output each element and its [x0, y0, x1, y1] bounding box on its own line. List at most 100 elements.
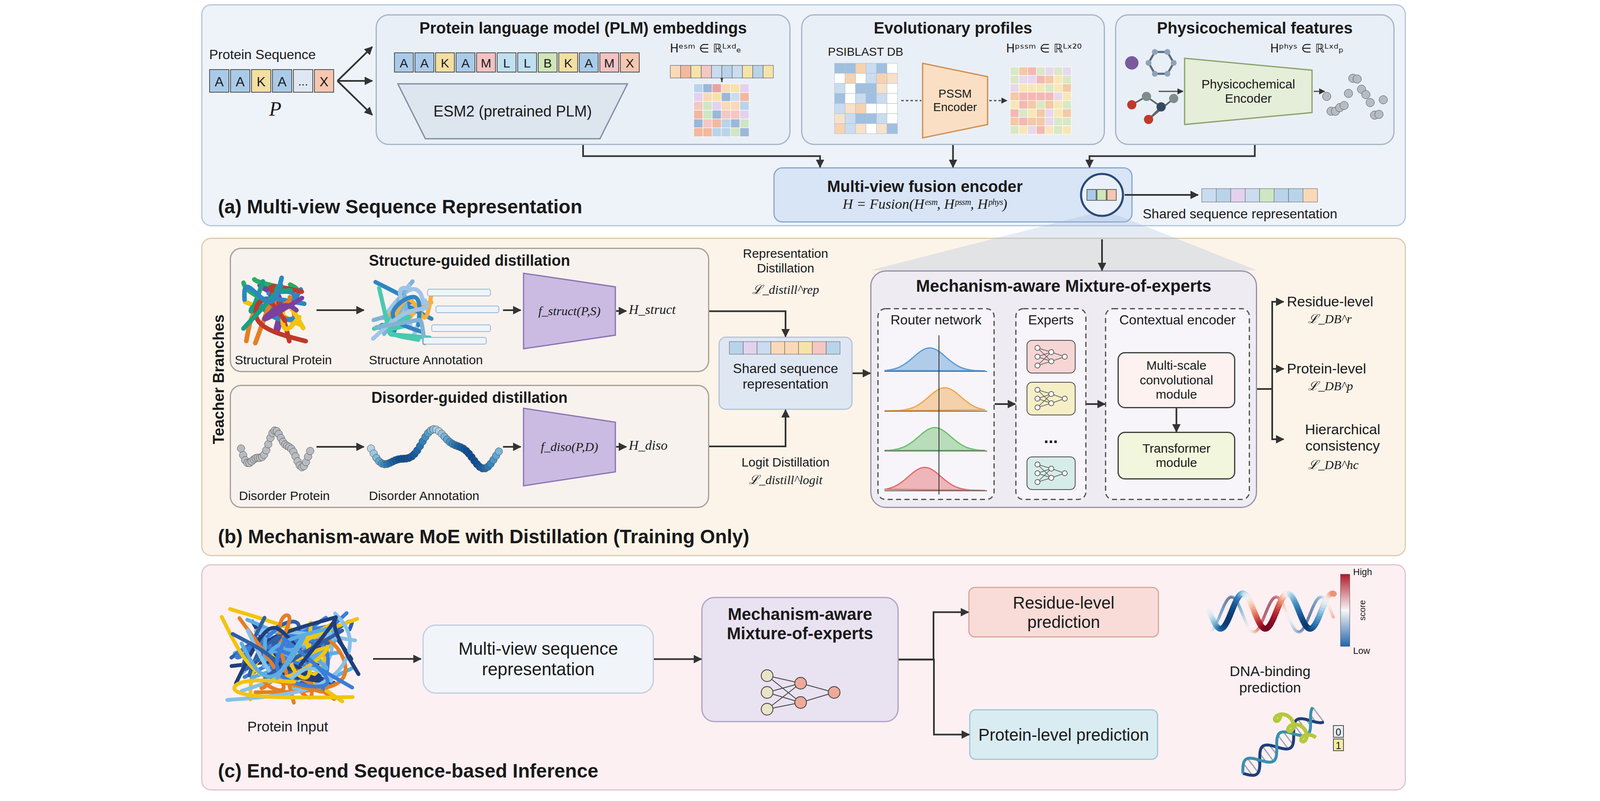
process-box: Multi-scale convolutional module	[1117, 352, 1236, 409]
box-fill	[1016, 308, 1087, 500]
box-fill	[878, 308, 995, 500]
node-title: f_diso(P,D)	[540, 439, 599, 455]
process-box: Router network	[877, 308, 995, 501]
encoder-trapezoid: PSSM Encoder	[922, 63, 988, 138]
process-box: Shared sequence representation	[718, 336, 853, 410]
flow-arrow	[898, 659, 970, 735]
node-title: (b) Mechanism-aware MoE with Distillatio…	[217, 525, 750, 548]
node-title: (a) Multi-view Sequence Representation	[217, 195, 583, 218]
process-box: Protein-level prediction	[969, 709, 1159, 760]
annotation-label: Structural Protein	[234, 352, 332, 368]
box-fill	[1115, 15, 1395, 145]
node-title: Transformer module	[1124, 441, 1229, 471]
sequence-residue: M	[599, 52, 620, 73]
sequence-residue: A	[455, 52, 476, 73]
sequence-residue: K	[558, 52, 579, 73]
sequence-residue: K	[435, 52, 455, 73]
annotation-label: Hierarchical consistency	[1286, 421, 1400, 454]
node-title: (c) End-to-end Sequence-based Inference	[217, 759, 599, 783]
axis-label: Teacher Branches	[210, 314, 228, 444]
sequence-residue: L	[496, 52, 517, 73]
process-box: Physicochemical featuresPhysicochemical …	[1115, 14, 1395, 146]
flow-arrow	[583, 145, 820, 168]
feature-grid	[834, 63, 898, 134]
annotation-label: P	[269, 97, 282, 121]
box-fill	[1118, 352, 1235, 408]
box-fill	[774, 168, 1133, 223]
node-title: Protein language model (PLM) embeddings	[419, 19, 747, 38]
annotation-label: Disorder Protein	[238, 488, 330, 504]
node-title: Multi-scale convolutional module	[1124, 358, 1229, 402]
node-title: Evolutionary profiles	[873, 19, 1033, 38]
node-title: Shared sequence representation	[725, 360, 846, 392]
annotation-label: ℒ_distill^logit	[748, 472, 823, 488]
box-fill	[423, 625, 654, 694]
annotation-label: H_diso	[628, 437, 668, 454]
encoder-trapezoid: f_struct(P,S)	[523, 273, 616, 349]
box-fill	[376, 15, 791, 145]
box-fill	[1118, 432, 1235, 480]
flow-arrow	[709, 409, 786, 447]
annotation-label: ℒ_DB^r	[1307, 311, 1352, 327]
sequence-residue: X	[313, 69, 335, 93]
box-fill	[719, 337, 853, 410]
process-box: Residue-level prediction	[968, 586, 1160, 638]
box-fill	[969, 587, 1159, 638]
panel-band: (a) Multi-view Sequence Representation Pr…	[201, 4, 1406, 227]
annotation-label: Hᵖˢˢᵐ ∈ ℝᴸˣ²⁰	[1006, 41, 1082, 56]
annotation-label: DNA-binding prediction	[1217, 663, 1323, 696]
annotation-label: High	[1353, 566, 1372, 578]
node-fills	[202, 5, 1406, 791]
encoder-trapezoid: Physicochemical Encoder	[1184, 58, 1313, 125]
node-title: Physicochemical Encoder	[1191, 77, 1306, 107]
sequence-residue: A	[230, 69, 251, 93]
annotation-label: Protein Input	[247, 718, 329, 735]
node-title: Experts	[1028, 312, 1074, 328]
annotation-label: Representation Distillation	[733, 246, 838, 276]
node-formula: H = Fusion(Hᵉˢᵐ, Hᵖˢˢᵐ, Hᵖʰʸˢ)	[842, 195, 1008, 213]
node-title: Disorder-guided distillation	[371, 388, 568, 407]
node-title: Multi-view sequence representation	[429, 638, 648, 680]
box-fill	[230, 248, 709, 372]
annotation-label: Low	[1353, 645, 1370, 657]
sequence-residue: A	[272, 69, 293, 93]
node-title: Structure-guided distillation	[368, 251, 571, 270]
sequence-residue: ...	[293, 69, 314, 93]
node-title: ESM2 (pretrained PLM)	[433, 102, 592, 120]
process-box: Multi-view sequence representation	[422, 624, 654, 694]
annotation-label: Hᵖʰʸˢ ∈ ℝᴸˣᵈₚ	[1270, 41, 1344, 56]
process-box: Protein language model (PLM) embeddingsE…	[375, 14, 791, 146]
sequence-residue: K	[251, 69, 272, 93]
flow-arrow	[852, 372, 871, 375]
sequence-residue: L	[517, 52, 537, 73]
node-title: PSSM Encoder	[927, 87, 983, 115]
flow-arrow	[1175, 408, 1178, 432]
annotation-label: ℒ_DB^hc	[1307, 457, 1359, 473]
illustration	[221, 46, 1388, 776]
sequence-residue: A	[394, 52, 414, 73]
annotation-label: ...	[1043, 427, 1058, 447]
flow-arrow	[1086, 403, 1105, 405]
node-title: Contextual encoder	[1119, 312, 1236, 328]
flow-arrow	[952, 145, 955, 168]
feature-grid	[729, 341, 841, 355]
process-box: Contextual encoderMulti-scale convolutio…	[1104, 308, 1250, 501]
node-title: Residue-level prediction	[975, 593, 1153, 632]
annotation-label: Hᵉˢᵐ ∈ ℝᴸˣᵈₑ	[669, 41, 742, 56]
annotation-label: Protein Sequence	[209, 46, 316, 63]
node-title: Router network	[890, 312, 982, 328]
process-box: Mechanism-aware Mixture-of-expertsRouter…	[870, 270, 1258, 509]
sequence-residue: M	[476, 52, 496, 73]
flow-arrow	[653, 658, 702, 661]
annotation-label: H_struct	[628, 301, 676, 318]
sequence-residue: A	[578, 52, 599, 73]
annotation-label: Logit Distillation	[716, 455, 855, 470]
annotation-label: Protein-level	[1286, 360, 1367, 377]
box-fill	[202, 5, 1406, 226]
box-fill	[871, 271, 1257, 508]
box-fill	[202, 238, 1406, 556]
annotation-label: Shared sequence representation	[1142, 206, 1338, 222]
